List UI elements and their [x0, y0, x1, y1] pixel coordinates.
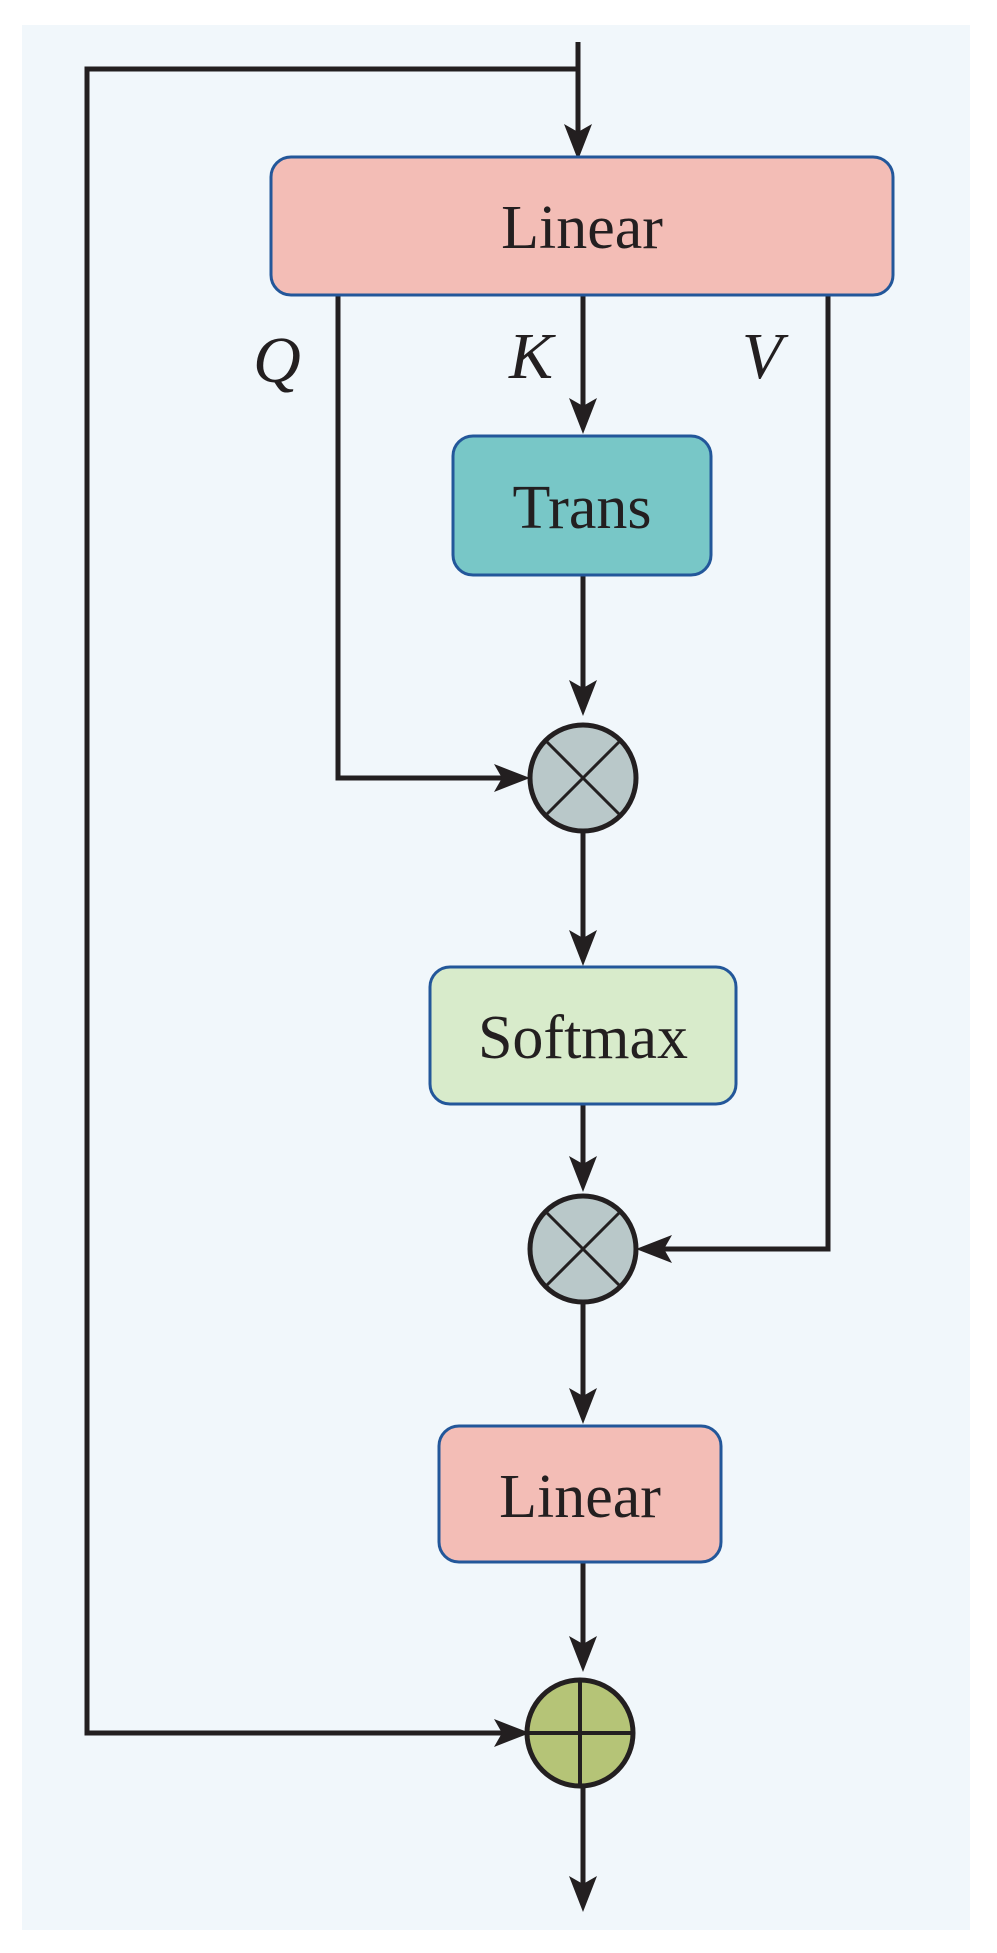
multiply-cross-stroke	[544, 739, 622, 817]
linear-block-bottom-box	[437, 1424, 723, 1564]
multiply-cross-stroke	[544, 1210, 622, 1288]
arrowhead-down	[564, 124, 592, 160]
linear-block-bottom: Linear	[437, 1424, 723, 1564]
arrowheads	[494, 124, 672, 1912]
arrowhead-down	[569, 680, 597, 716]
arrowhead-down	[569, 1156, 597, 1192]
softmax-block-box	[428, 965, 738, 1106]
arrowhead-left	[636, 1235, 672, 1263]
v-edge	[646, 294, 831, 1252]
connectors	[84, 42, 831, 1900]
arrowhead-down	[569, 1636, 597, 1672]
trans-block-label: Trans	[513, 474, 652, 542]
k-label: K	[508, 320, 556, 393]
softmax-block-label: Softmax	[478, 1004, 688, 1072]
arrowhead-down	[569, 1876, 597, 1912]
trans-block: Trans	[451, 434, 713, 577]
linear-block-top-label: Linear	[501, 194, 663, 262]
linear-block-top-box	[269, 155, 895, 297]
linear-block-bottom-label: Linear	[499, 1463, 661, 1531]
v-label: V	[742, 320, 789, 393]
arrowhead-down	[569, 398, 597, 434]
arrowhead-down	[569, 930, 597, 966]
arrowhead-right	[494, 764, 530, 792]
arrowhead-right	[494, 1719, 530, 1747]
add-icon	[524, 1677, 636, 1789]
multiply-icon	[527, 1193, 639, 1305]
trans-block-box	[451, 434, 713, 577]
q-edge	[335, 294, 520, 781]
residual-edge	[84, 66, 578, 1736]
arrowhead-down	[569, 1388, 597, 1424]
multiply-icon	[527, 722, 639, 834]
softmax-block: Softmax	[428, 965, 738, 1106]
linear-block-top: Linear	[269, 155, 895, 297]
q-label: Q	[253, 324, 301, 397]
